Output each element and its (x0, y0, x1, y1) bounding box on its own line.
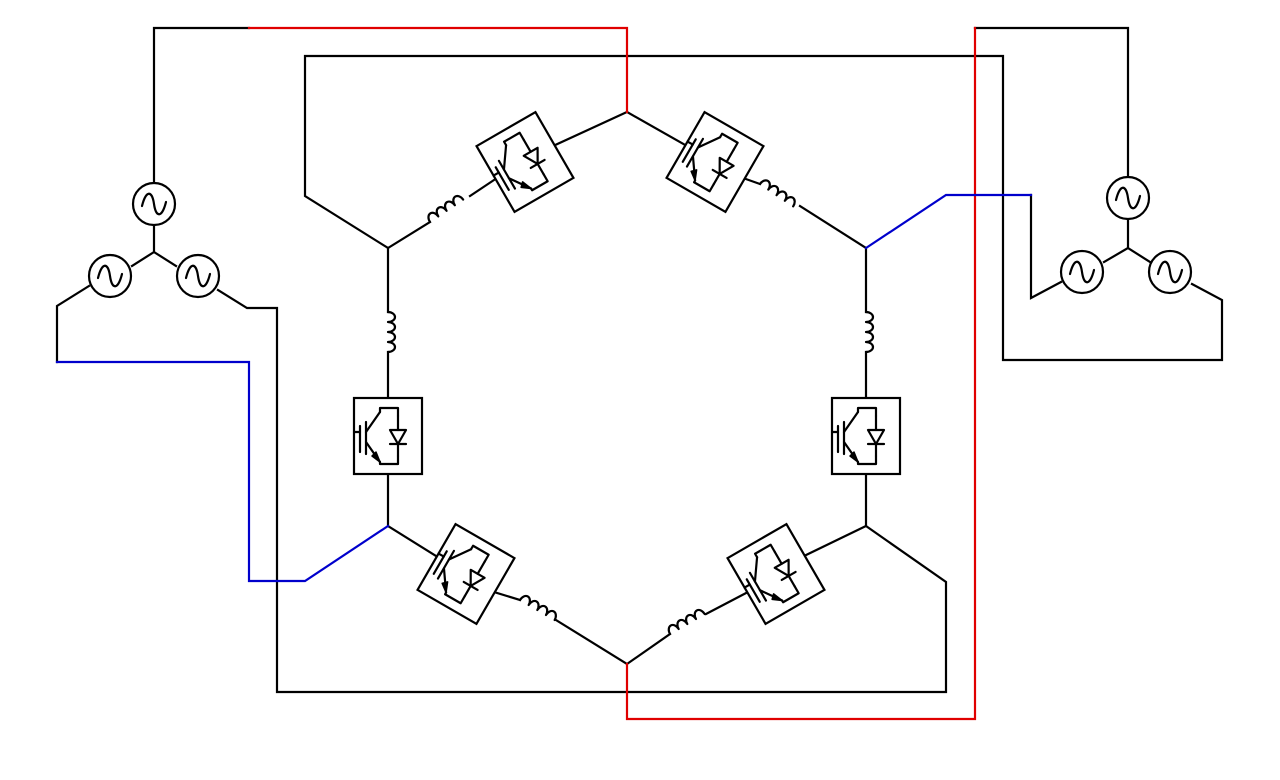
inductor-bottom-left (518, 592, 560, 622)
wire-black-6 (741, 176, 762, 186)
wiring-blue (55, 193, 1033, 583)
sine-icon (131, 181, 177, 227)
wire-black-26 (1102, 217, 1130, 264)
wire-black-25 (973, 26, 1130, 179)
wire-black-3 (468, 176, 499, 198)
inductor-bottom-right (665, 606, 706, 636)
inductor-right (864, 310, 875, 354)
ac-source-left-a (87, 253, 133, 299)
ac-source-right-b (1147, 249, 1193, 295)
wire-black-24 (55, 284, 91, 364)
wire-black-18 (704, 590, 750, 616)
wire-black-27 (1126, 246, 1152, 264)
wire-black-1 (303, 54, 1224, 362)
wire-black-28 (1029, 193, 1063, 300)
igbt-icon (665, 110, 765, 214)
igbt-module-top-right (665, 110, 765, 214)
wire-black-22 (130, 223, 156, 268)
wire-black-4 (551, 110, 629, 148)
igbt-module-right (830, 396, 902, 476)
wiring-red (247, 26, 977, 721)
wire-black-15 (492, 590, 522, 602)
igbt-icon (416, 522, 516, 626)
wire-black-21 (152, 26, 251, 185)
inductor-left (386, 310, 397, 354)
wire-black-5 (625, 110, 689, 148)
ac-source-right-a (1059, 249, 1105, 295)
ac-source-left-b (175, 253, 221, 299)
inductor-top-right (758, 177, 799, 208)
wire-black-17 (625, 632, 672, 666)
inductor-icon (758, 177, 799, 208)
sine-icon (1105, 175, 1151, 221)
sine-icon (1147, 249, 1193, 295)
wire-red-2 (625, 26, 977, 721)
wire-blue-2 (864, 193, 1033, 250)
wire-black-7 (798, 204, 868, 250)
igbt-module-left (352, 396, 424, 476)
ac-source-left-top (131, 181, 177, 227)
igbt-icon (830, 396, 902, 476)
inductor-icon (386, 310, 397, 354)
inductor-top-left (424, 192, 465, 224)
ac-source-right-top (1105, 175, 1151, 221)
wire-red-1 (247, 26, 629, 114)
igbt-module-bottom-right (726, 522, 826, 626)
igbt-module-bottom-left (416, 522, 516, 626)
igbt-icon (475, 110, 575, 214)
inductor-icon (864, 310, 875, 354)
wire-black-2 (386, 220, 432, 250)
wire-black-20 (216, 288, 948, 694)
igbt-icon (726, 522, 826, 626)
inductor-icon (518, 592, 560, 622)
sine-icon (175, 253, 221, 299)
sine-icon (87, 253, 133, 299)
wire-black-14 (386, 524, 438, 558)
wire-black-23 (152, 250, 178, 268)
wire-blue-1 (55, 360, 390, 583)
sine-icon (1059, 249, 1105, 295)
igbt-icon (352, 396, 424, 476)
inductor-icon (665, 606, 706, 636)
igbt-module-top-left (475, 110, 575, 214)
wire-black-16 (554, 618, 629, 666)
wiring-black (55, 26, 1224, 694)
wire-black-19 (802, 524, 868, 558)
inductor-icon (424, 192, 465, 224)
